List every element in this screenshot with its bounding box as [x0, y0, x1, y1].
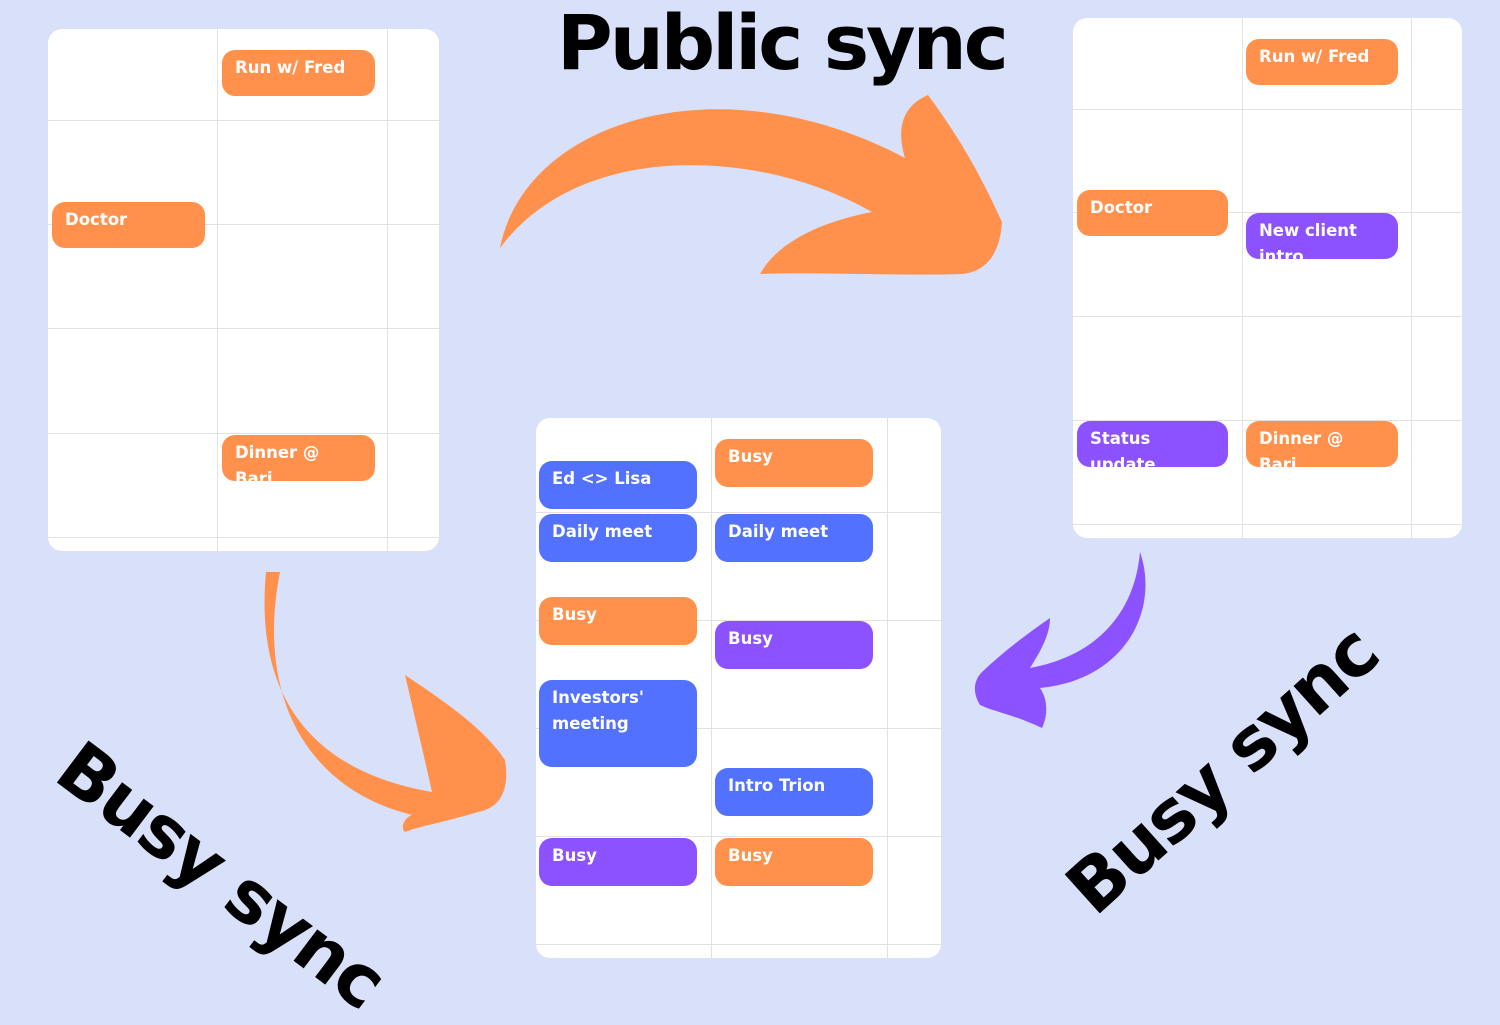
calendar-event[interactable]: Daily meet [539, 514, 697, 562]
work-calendar: Run w/ Fred Doctor New client intro Stat… [1073, 18, 1462, 538]
grid-line [1073, 212, 1462, 213]
grid-line [387, 29, 388, 551]
calendar-event[interactable]: Busy [539, 597, 697, 645]
grid-line [887, 418, 888, 958]
grid-line [536, 620, 941, 621]
grid-line [1073, 420, 1462, 421]
grid-line [536, 944, 941, 945]
grid-line [48, 224, 439, 225]
calendar-event[interactable]: Ed <> Lisa [539, 461, 697, 509]
calendar-event[interactable]: Busy [715, 838, 873, 886]
grid-line [536, 836, 941, 837]
busy-sync-left-arrow [264, 572, 507, 832]
calendar-event[interactable]: Investors' meeting [539, 680, 697, 767]
grid-line [48, 120, 439, 121]
calendar-event[interactable]: Dinner @ Bari [222, 435, 375, 488]
calendar-event[interactable]: Busy [539, 838, 697, 886]
calendar-event[interactable]: Doctor [1077, 190, 1228, 236]
personal-calendar: Run w/ Fred Doctor Dinner @ Bari [48, 29, 439, 551]
grid-line [48, 433, 439, 434]
grid-line [1411, 18, 1412, 538]
grid-line [1073, 109, 1462, 110]
calendar-event[interactable]: Dinner @ Bari [1246, 421, 1398, 474]
public-sync-label: Public sync [557, 0, 1009, 87]
calendar-event[interactable]: Run w/ Fred [222, 50, 375, 96]
grid-line [217, 29, 218, 551]
calendar-event[interactable]: Status update [1077, 421, 1228, 474]
calendar-event[interactable]: Doctor [52, 202, 205, 248]
calendar-event[interactable]: Busy [715, 439, 873, 487]
calendar-event[interactable]: Busy [715, 621, 873, 669]
calendar-event[interactable]: New client intro [1246, 213, 1398, 266]
grid-line [536, 512, 941, 513]
grid-line [48, 537, 439, 538]
grid-line [1242, 18, 1243, 538]
grid-line [1073, 316, 1462, 317]
calendar-event[interactable]: Daily meet [715, 514, 873, 562]
sync-arrows [264, 95, 1146, 832]
grid-line [1073, 524, 1462, 525]
public-sync-arrow [500, 95, 1002, 275]
grid-line [48, 328, 439, 329]
calendar-event[interactable]: Run w/ Fred [1246, 39, 1398, 85]
grid-line [711, 418, 712, 958]
busy-sync-right-arrow [974, 552, 1146, 728]
grid-line [536, 728, 941, 729]
combined-calendar: Ed <> Lisa Busy Daily meet Daily meet Bu… [536, 418, 941, 958]
calendar-event[interactable]: Intro Trion [715, 768, 873, 816]
